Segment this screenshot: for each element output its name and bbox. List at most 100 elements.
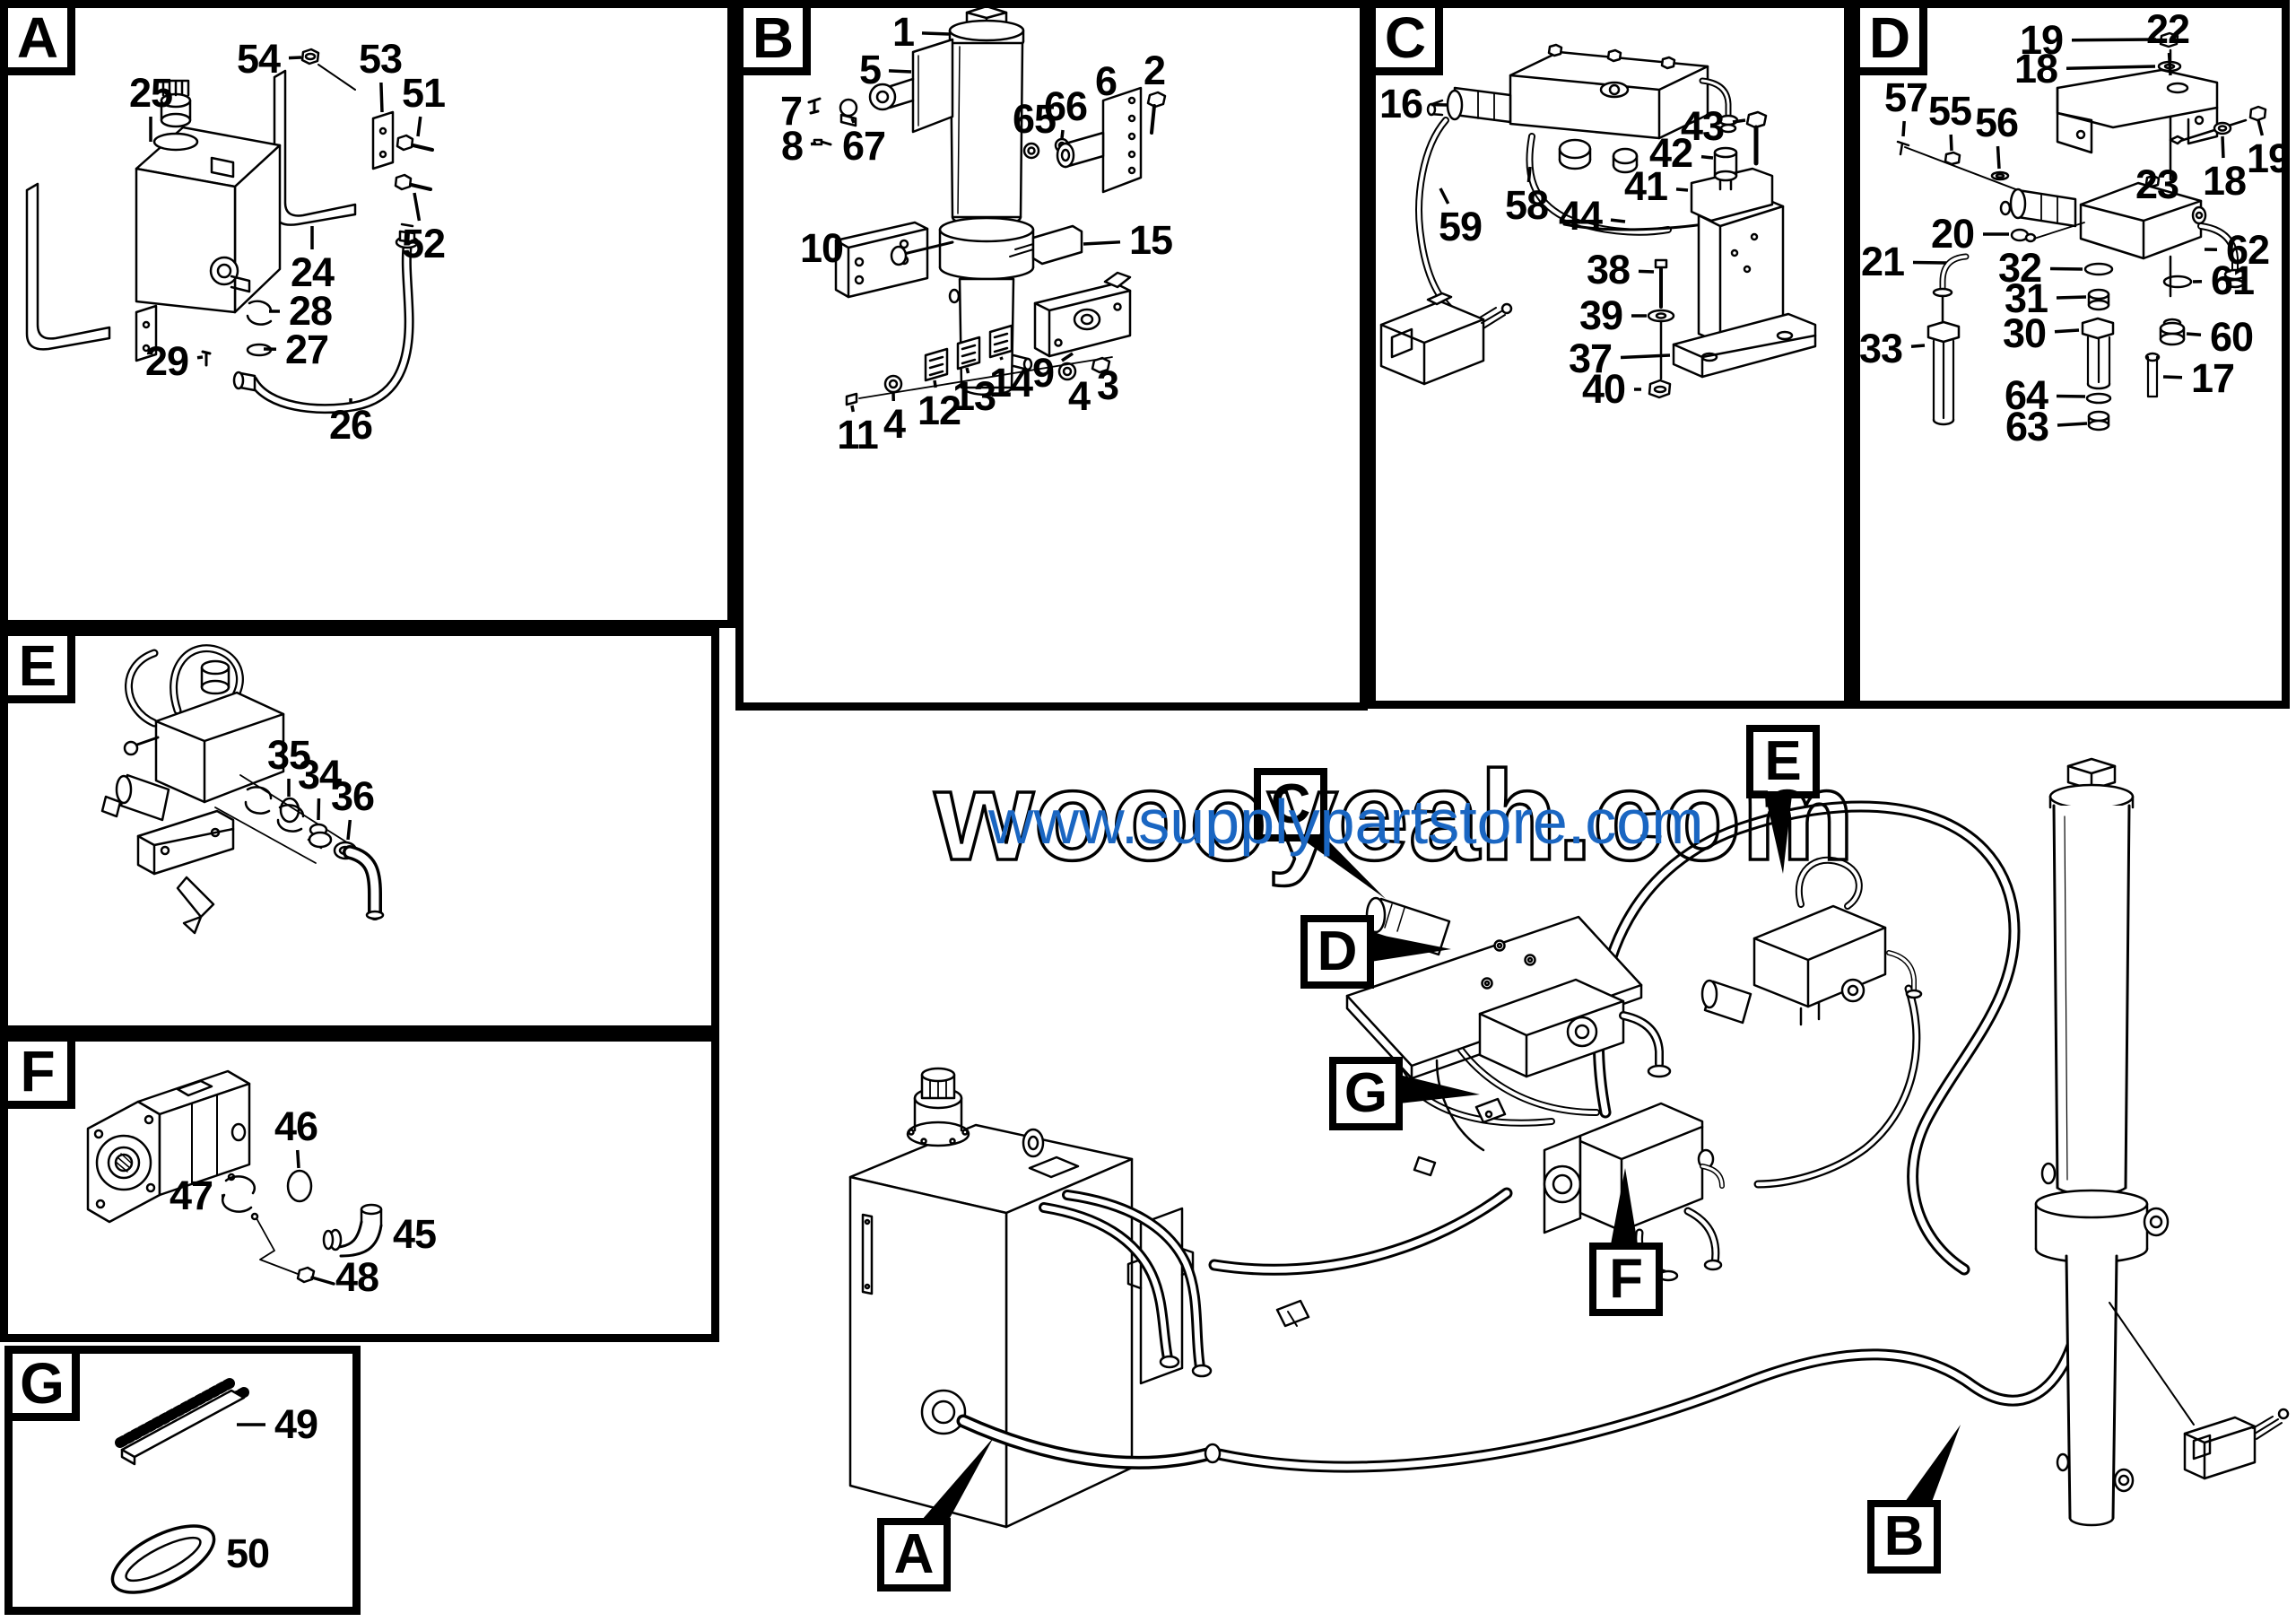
part-number-E-36: 36 (330, 773, 375, 819)
panel-G (4, 1346, 361, 1615)
leader-line (1439, 187, 1450, 205)
part-number-C-38: 38 (1586, 247, 1631, 292)
part-number-B-65: 65 (1012, 96, 1057, 142)
part-number-F-48: 48 (335, 1254, 379, 1300)
main-label-pointer-G (1399, 1075, 1480, 1103)
part-number-A-29: 29 (144, 338, 189, 384)
panel-D (1852, 0, 2290, 709)
leader-line (2056, 295, 2087, 300)
leader-line (1996, 145, 2001, 170)
part-number-B-3: 3 (1096, 362, 1119, 408)
main-label-D: D (1300, 915, 1374, 989)
main-label-A: A (877, 1518, 951, 1591)
part-number-C-41: 41 (1623, 163, 1668, 209)
part-number-B-4: 4 (1067, 373, 1091, 419)
part-number-B-2: 2 (1143, 48, 1166, 93)
panel-letter-F: F (0, 1033, 75, 1109)
part-number-B-11: 11 (837, 412, 879, 458)
leader-line (965, 367, 970, 374)
part-number-A-24: 24 (290, 249, 335, 295)
part-number-C-58: 58 (1504, 182, 1549, 228)
part-number-D-30: 30 (2002, 310, 2047, 356)
leader-line (1610, 218, 1626, 223)
part-number-D-32: 32 (1997, 245, 2042, 291)
leader-line (2071, 38, 2157, 42)
panel-C (1368, 0, 1852, 709)
part-number-D-33: 33 (1858, 326, 1903, 371)
leader-line (2186, 332, 2202, 337)
leader-line (888, 69, 912, 74)
part-number-B-9: 9 (1031, 350, 1055, 396)
leader-line (1620, 353, 1671, 360)
panel-letter-B: B (735, 0, 811, 75)
part-number-D-22: 22 (2145, 6, 2190, 52)
part-number-D-21: 21 (1860, 239, 1905, 284)
part-number-D-63: 63 (2005, 404, 2049, 449)
part-number-B-7: 7 (779, 88, 803, 134)
leader-line (288, 56, 302, 60)
part-number-D-17: 17 (2190, 355, 2235, 401)
part-number-D-23: 23 (2135, 161, 2179, 207)
leader-line (196, 355, 204, 360)
part-number-F-47: 47 (169, 1173, 213, 1218)
leader-line (999, 356, 1004, 361)
part-number-A-28: 28 (288, 288, 333, 334)
main-label-F: F (1589, 1243, 1663, 1316)
leader-line (1910, 344, 1926, 348)
part-number-A-53: 53 (358, 36, 403, 82)
part-number-B-14: 14 (988, 360, 1033, 406)
part-number-E-35: 35 (266, 732, 311, 778)
main-label-G: G (1329, 1057, 1403, 1130)
panel-letter-C: C (1368, 0, 1443, 75)
leader-line (1060, 129, 1065, 139)
part-number-B-66: 66 (1043, 83, 1088, 129)
leader-line (2162, 375, 2183, 379)
leader-line (346, 819, 352, 841)
part-number-C-43: 43 (1680, 103, 1725, 149)
part-number-G-49: 49 (274, 1401, 318, 1447)
leader-line (2221, 135, 2225, 159)
part-number-C-37: 37 (1568, 336, 1613, 381)
part-number-E-34: 34 (297, 752, 342, 798)
part-number-B-4: 4 (883, 401, 906, 447)
leader-line (1732, 118, 1746, 124)
main-label-pointer-B (1905, 1425, 1961, 1502)
main-label-pointer-C (1300, 838, 1386, 899)
part-number-B-12: 12 (917, 388, 961, 433)
panel-letter-G: G (4, 1346, 80, 1421)
part-number-B-8: 8 (780, 123, 804, 169)
leader-line (1949, 134, 1953, 152)
part-number-B-67: 67 (841, 123, 886, 169)
part-number-D-31: 31 (2004, 275, 2048, 321)
panel-F (0, 1033, 719, 1342)
part-number-A-54: 54 (236, 36, 281, 82)
part-number-B-5: 5 (858, 47, 882, 92)
panel-g-art (110, 1378, 249, 1594)
leader-line (2054, 328, 2080, 334)
leader-line (416, 116, 422, 137)
main-label-pointer-F (1611, 1168, 1638, 1244)
main-label-E: E (1746, 725, 1820, 798)
leader-line (850, 118, 856, 124)
panel-f-art (86, 1069, 383, 1286)
panel-e-art (100, 644, 385, 935)
part-number-F-45: 45 (392, 1211, 437, 1257)
part-number-D-56: 56 (1974, 100, 2019, 145)
panel-c-art (1379, 43, 1817, 399)
main-label-pointer-E (1765, 795, 1792, 874)
part-number-D-18: 18 (2202, 158, 2247, 204)
panel-B (735, 0, 1368, 711)
part-number-C-16: 16 (1378, 81, 1423, 126)
part-number-D-20: 20 (1930, 211, 1975, 257)
leader-line (850, 405, 855, 413)
part-number-A-25: 25 (128, 70, 173, 116)
leader-line (921, 31, 950, 36)
main-label-pointer-A (922, 1437, 994, 1520)
part-number-D-19: 19 (2019, 17, 2064, 63)
part-number-C-59: 59 (1438, 204, 1483, 249)
main-assembly-art (848, 757, 2290, 1529)
part-number-D-18: 18 (2013, 46, 2058, 92)
leader-line (2066, 65, 2156, 70)
